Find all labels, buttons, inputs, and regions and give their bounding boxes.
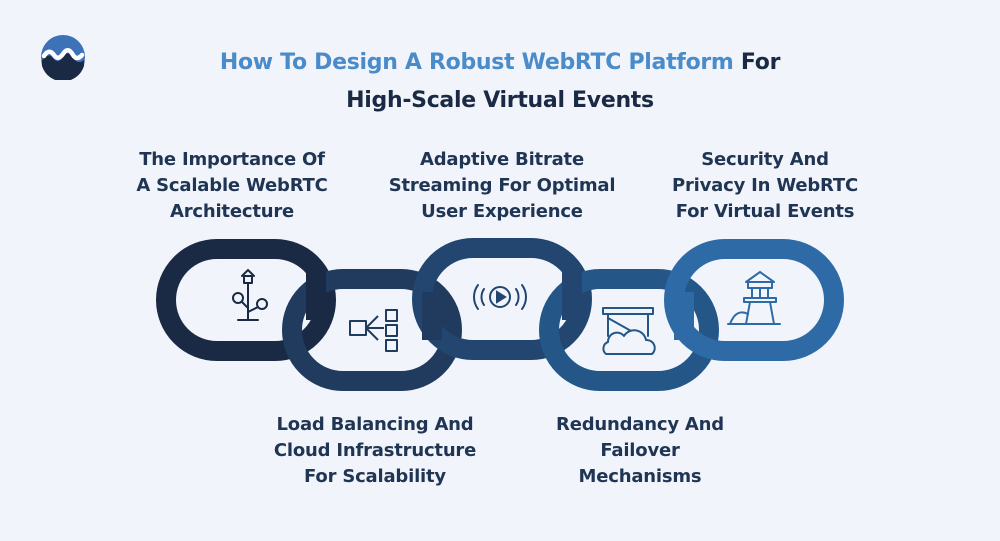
step-2-line-1: Load Balancing And <box>276 414 474 435</box>
streaming-play-icon <box>473 284 527 310</box>
chain-link-2 <box>282 269 462 391</box>
step-5-line-3: For Virtual Events <box>675 201 855 222</box>
step-4-label: Redundancy And Failover Mechanisms <box>520 412 760 490</box>
step-4-line-2: Failover <box>600 440 680 461</box>
step-4-line-1: Redundancy And <box>556 414 724 435</box>
brand-logo-icon <box>41 35 85 80</box>
watchtower-icon <box>727 271 781 325</box>
step-1-label: The Importance Of A Scalable WebRTC Arch… <box>112 147 352 225</box>
page-title: How To Design A Robust WebRTC Platform F… <box>0 44 1000 120</box>
step-4-line-3: Mechanisms <box>578 466 702 487</box>
step-1-line-3: Architecture <box>169 201 295 222</box>
step-5-line-1: Security And <box>701 149 829 170</box>
tree-growth-icon <box>232 269 268 321</box>
title-second-line: High-Scale Virtual Events <box>346 88 654 113</box>
chain-interlock-overlay <box>306 272 694 340</box>
cloud-backup-icon <box>602 307 656 355</box>
step-3-line-3: User Experience <box>421 201 583 222</box>
step-3-line-1: Adaptive Bitrate <box>420 149 584 170</box>
step-3-label: Adaptive Bitrate Streaming For Optimal U… <box>382 147 622 225</box>
chain-link-4 <box>539 269 719 391</box>
step-1-line-2: A Scalable WebRTC <box>136 175 328 196</box>
step-3-line-2: Streaming For Optimal <box>388 175 616 196</box>
step-2-line-3: For Scalability <box>304 466 446 487</box>
title-accent: How To Design A Robust WebRTC Platform <box>219 50 734 75</box>
step-1-line-1: The Importance Of <box>139 149 325 170</box>
step-5-label: Security And Privacy In WebRTC For Virtu… <box>655 147 875 225</box>
step-5-line-2: Privacy In WebRTC <box>671 175 858 196</box>
step-2-line-2: Cloud Infrastructure <box>273 440 477 461</box>
step-2-label: Load Balancing And Cloud Infrastructure … <box>255 412 495 490</box>
distribution-network-icon <box>349 309 398 352</box>
title-dark-part: For <box>733 50 781 75</box>
